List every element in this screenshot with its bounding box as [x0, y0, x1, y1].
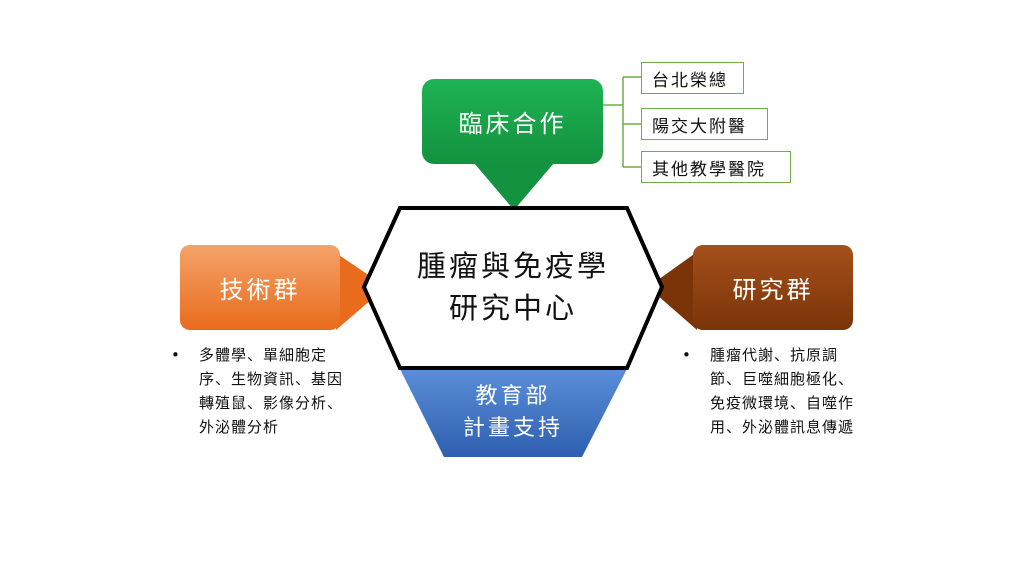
- research-group-list: 腫瘤代謝、抗原調節、巨噬細胞極化、免疫微環境、自噬作用、外泌體訊息傳遞: [682, 343, 854, 439]
- center-hexagon-shape: [361, 206, 665, 370]
- list-item: 多體學、單細胞定序、生物資訊、基因轉殖鼠、影像分析、外泌體分析: [171, 343, 351, 439]
- list-item: 腫瘤代謝、抗原調節、巨噬細胞極化、免疫微環境、自噬作用、外泌體訊息傳遞: [682, 343, 854, 439]
- hospital-connectors: [603, 76, 641, 168]
- clinical-callout-shape: [422, 79, 603, 210]
- hospital-name: 其他教學醫院: [652, 159, 766, 180]
- hospital-box-1: 台北榮總: [641, 62, 744, 94]
- hospital-name: 陽交大附醫: [652, 116, 747, 137]
- moe-trapezoid-shape: [400, 369, 627, 457]
- hospital-box-3: 其他教學醫院: [641, 151, 791, 183]
- hospital-name: 台北榮總: [652, 70, 728, 91]
- research-callout-shape: [648, 245, 853, 330]
- hospital-box-2: 陽交大附醫: [641, 108, 768, 140]
- tech-callout-shape: [180, 245, 386, 330]
- tech-group-list: 多體學、單細胞定序、生物資訊、基因轉殖鼠、影像分析、外泌體分析: [171, 343, 351, 439]
